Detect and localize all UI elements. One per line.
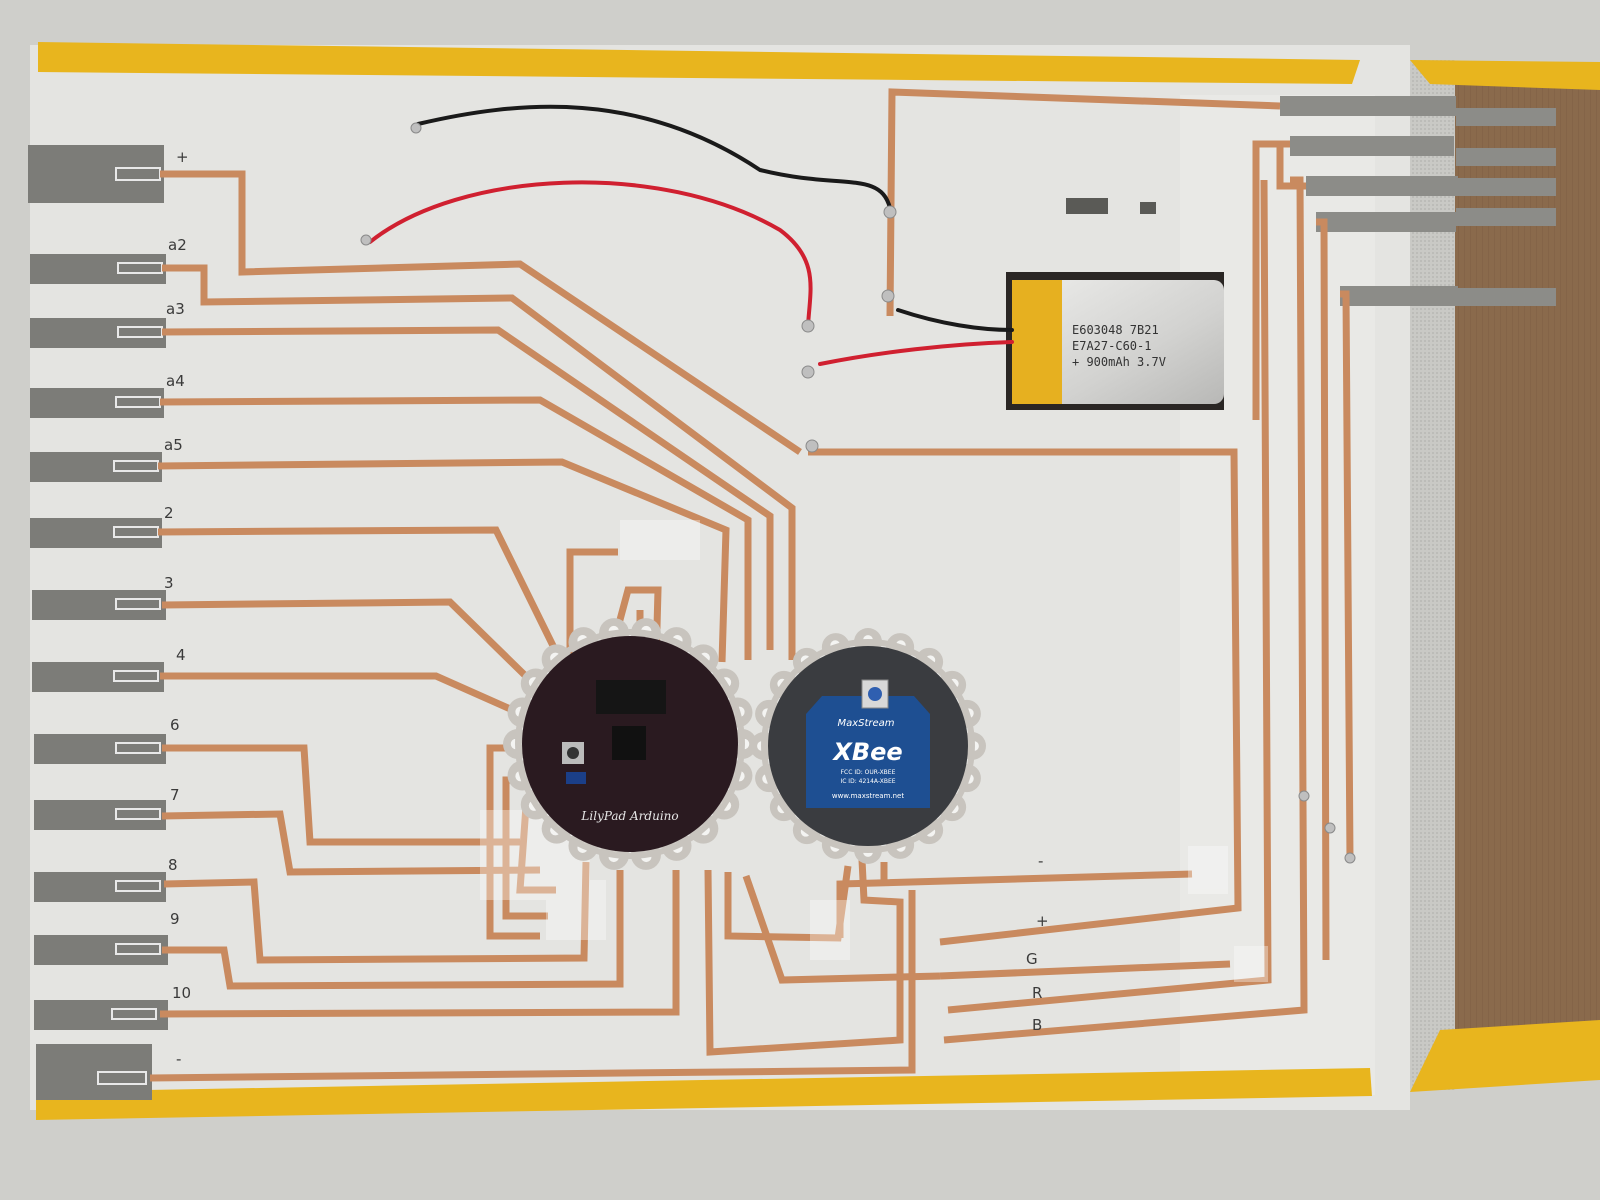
- battery-line1: E603048 7B21: [1072, 323, 1159, 337]
- pin-label-8: 8: [168, 856, 178, 874]
- bottom-labels: - + G R B: [1026, 852, 1049, 1034]
- pin-label-a2: a2: [168, 236, 187, 254]
- solder-joints: [360, 122, 1356, 864]
- clear-tape: [480, 520, 1268, 982]
- pin-label-7: 7: [170, 786, 180, 804]
- pin-label-a5: a5: [164, 436, 183, 454]
- slot-left: [1066, 198, 1108, 214]
- pin-label-a3: a3: [166, 300, 185, 318]
- xbee-ic: IC ID: 4214A-XBEE: [840, 778, 895, 785]
- tape-top: [38, 42, 1360, 84]
- pin-label-3: 3: [164, 574, 174, 592]
- left-pads: [28, 145, 168, 1100]
- battery-icon: E603048 7B21 E7A27-C60-1 + 900mAh 3.7V: [1012, 280, 1224, 404]
- battery-line3: + 900mAh 3.7V: [1072, 355, 1166, 369]
- pin-label-minus: -: [176, 1050, 181, 1068]
- tape-top-right: [1410, 60, 1600, 90]
- xbee-brand: MaxStream: [837, 718, 894, 729]
- slot-right: [1140, 202, 1156, 214]
- microcontroller-icon: [562, 680, 666, 784]
- xbee-name: XBee: [831, 738, 902, 766]
- bottom-label-g: G: [1026, 950, 1038, 968]
- pin-label-10: 10: [172, 984, 191, 1002]
- right-pads: [1280, 96, 1556, 306]
- xbee-url: www.maxstream.net: [832, 792, 905, 800]
- tape-bottom-right: [1410, 1020, 1600, 1092]
- cardboard-panel: [1450, 75, 1600, 1030]
- radio-module-icon: [806, 679, 930, 808]
- pin-labels: + a2 a3 a4 a5 2 3 4 6 7 8 9 10 -: [164, 148, 191, 1068]
- pin-label-6: 6: [170, 716, 180, 734]
- lilypad-label: LilyPad Arduino: [580, 809, 678, 823]
- battery-line2: E7A27-C60-1: [1072, 339, 1151, 353]
- plastic-overlay: [1180, 95, 1375, 1095]
- pin-label-9: 9: [170, 910, 180, 928]
- xbee-module: MaxStream XBee FCC ID: OUR-XBEE IC ID: 4…: [750, 628, 986, 864]
- lilypad-arduino: LilyPad Arduino: [503, 618, 757, 870]
- bottom-label-plus: +: [1036, 912, 1049, 930]
- pin-label-2: 2: [164, 504, 174, 522]
- bottom-label-minus: -: [1038, 852, 1043, 870]
- pin-label-plus: +: [176, 148, 189, 166]
- xbee-fcc: FCC ID: OUR-XBEE: [841, 769, 896, 776]
- bottom-label-r: R: [1032, 984, 1042, 1002]
- bottom-label-b: B: [1032, 1016, 1042, 1034]
- wire-icon: [368, 104, 1014, 366]
- tape-bottom: [36, 1068, 1372, 1120]
- pin-label-4: 4: [176, 646, 186, 664]
- pin-label-a4: a4: [166, 372, 185, 390]
- copper-traces: [149, 88, 1354, 1082]
- pad-staples: [97, 167, 163, 1085]
